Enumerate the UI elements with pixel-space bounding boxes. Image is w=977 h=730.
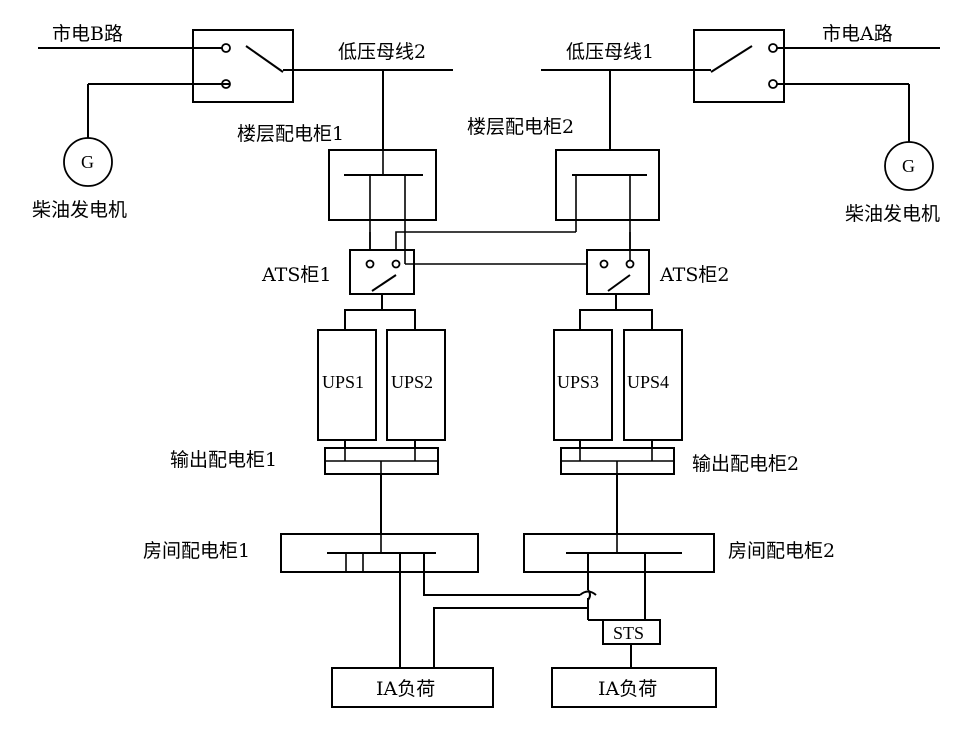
room-cabinet-1 [280,533,479,573]
ats1-label: ATS柜1 [261,264,331,286]
ats2-label: ATS柜2 [659,264,729,286]
load-1 [331,667,494,708]
load2-label: IA负荷 [598,678,657,700]
generator-right-label: 柴油发电机 [845,203,940,225]
transfer-switch-b [192,29,294,103]
generator-right-symbol [884,141,934,191]
load-2 [551,667,717,708]
output-cabinet-2 [560,447,675,475]
generator-left-g: G [81,152,94,172]
out-cab1-label: 输出配电柜1 [170,449,277,471]
floor-cabinet-1 [328,70,437,260]
room-cab1-label: 房间配电柜1 [143,540,250,562]
utility-a-label: 市电A路 [822,23,893,45]
floor-cab2-label: 楼层配电柜2 [467,116,574,138]
room-cab2-label: 房间配电柜2 [728,540,835,562]
transfer-switch-a [693,29,785,103]
ups3-unit [553,329,613,441]
ups2-label: UPS2 [391,372,433,392]
ats-cabinet-2 [586,232,650,295]
ups2-unit [386,329,446,441]
floor-cabinet-2 [555,149,660,260]
floor-cab1-label: 楼层配电柜1 [237,123,344,145]
ups1-unit [317,329,377,441]
generator-right-g: G [902,156,915,176]
out-cab2-label: 输出配电柜2 [692,453,799,475]
bus2-label: 低压母线2 [338,41,426,63]
ups1-label: UPS1 [322,372,364,392]
generator-left-symbol [63,137,113,187]
load1-label: IA负荷 [376,678,435,700]
ups3-label: UPS3 [557,372,599,392]
ups4-label: UPS4 [627,372,669,392]
generator-left-label: 柴油发电机 [32,199,127,221]
ats-cabinet-1 [349,232,600,295]
bus1-label: 低压母线1 [566,41,654,63]
utility-b-label: 市电B路 [52,23,123,45]
output-cabinet-1 [324,447,439,475]
sts-label: STS [613,623,644,643]
ups4-unit [623,329,683,441]
room-cabinet-2 [523,533,715,573]
